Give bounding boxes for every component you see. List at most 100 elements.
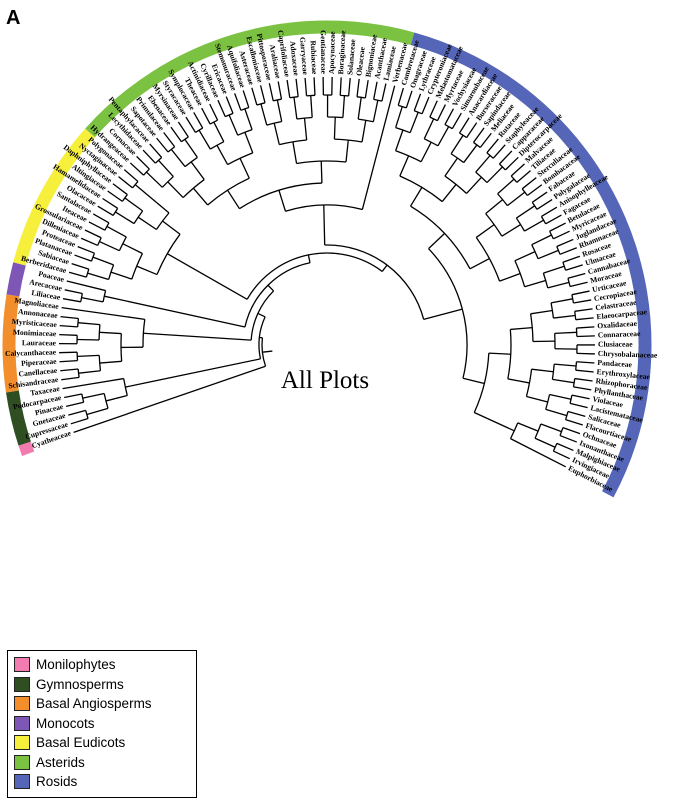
tree-branch bbox=[450, 134, 464, 155]
legend-swatch bbox=[14, 735, 30, 751]
tree-branch bbox=[102, 197, 119, 209]
tree-arc bbox=[340, 94, 349, 97]
tree-arc bbox=[273, 98, 282, 102]
tree-arc bbox=[156, 233, 181, 275]
tree-branch bbox=[227, 189, 240, 210]
tree-arc bbox=[195, 127, 204, 133]
tree-branch bbox=[510, 326, 533, 331]
tree-arc bbox=[459, 132, 467, 139]
tree-arc bbox=[399, 175, 443, 203]
tree-branch bbox=[73, 365, 266, 434]
tree-branch bbox=[198, 129, 211, 150]
tree-arc bbox=[572, 378, 576, 387]
tree-branch bbox=[209, 103, 219, 121]
taxon-label: Chrysobalanaceae bbox=[598, 349, 658, 360]
tree-arc bbox=[571, 294, 575, 304]
tree-branch bbox=[549, 222, 566, 232]
tree-branch bbox=[372, 100, 379, 122]
tree-arc bbox=[358, 118, 374, 123]
tree-branch bbox=[80, 237, 98, 247]
tree-branch bbox=[573, 386, 592, 391]
tree-branch bbox=[405, 90, 413, 109]
taxon-label: Rubiaceae bbox=[309, 40, 320, 75]
tree-branch bbox=[516, 205, 536, 219]
tree-branch bbox=[320, 161, 323, 184]
tree-branch bbox=[273, 123, 280, 145]
taxon-label: Annonaceae bbox=[18, 307, 59, 320]
tree-branch bbox=[531, 368, 554, 373]
tree-branch bbox=[115, 211, 135, 225]
tree-branch bbox=[531, 191, 548, 203]
tree-arc bbox=[575, 361, 578, 371]
tree-branch bbox=[333, 117, 336, 140]
tree-branch bbox=[373, 81, 378, 100]
tree-branch bbox=[257, 312, 266, 318]
tree-branch bbox=[105, 394, 128, 402]
tree-arc bbox=[227, 152, 254, 166]
tree-branch bbox=[504, 156, 519, 171]
tree-branch bbox=[251, 87, 258, 106]
tree-arc bbox=[207, 177, 250, 206]
tree-branch bbox=[259, 85, 266, 103]
tree-branch bbox=[163, 132, 176, 148]
tree-branch bbox=[526, 395, 548, 403]
tree-branch bbox=[553, 314, 576, 319]
tree-branch bbox=[475, 224, 495, 238]
tree-branch bbox=[64, 393, 82, 399]
tree-branch bbox=[521, 177, 537, 190]
tip-labels: CyatheaceaeCupressaceaeGnetaceaePinaceae… bbox=[5, 30, 658, 495]
clade-ring bbox=[2, 20, 652, 498]
taxon-label: Calycanthaceae bbox=[5, 348, 57, 358]
tree-arc bbox=[531, 244, 539, 259]
tree-branch bbox=[323, 205, 326, 246]
tree-branch bbox=[501, 223, 521, 237]
tree-arc bbox=[131, 253, 144, 280]
tree-branch bbox=[531, 234, 552, 246]
tree-branch bbox=[87, 272, 109, 281]
tree-arc bbox=[473, 141, 481, 149]
tree-arc bbox=[444, 175, 467, 194]
tree-branch bbox=[545, 408, 568, 417]
tree-branch bbox=[106, 225, 127, 238]
tree-branch bbox=[213, 121, 225, 142]
tree-arc bbox=[181, 136, 189, 143]
tree-arc bbox=[184, 156, 198, 168]
legend-swatch bbox=[14, 657, 30, 673]
tree-branch bbox=[565, 264, 583, 271]
tree-branch bbox=[537, 249, 559, 260]
tree-arc bbox=[120, 333, 123, 362]
tree-branch bbox=[277, 81, 283, 100]
tree-branch bbox=[559, 247, 577, 255]
legend-label: Basal Angiosperms bbox=[36, 696, 152, 712]
tree-branch bbox=[381, 83, 387, 102]
tree-branch bbox=[82, 392, 105, 399]
tree-branch bbox=[562, 427, 581, 435]
tree-arc bbox=[285, 204, 363, 212]
tree-branch bbox=[553, 450, 570, 460]
tree-branch bbox=[498, 150, 513, 165]
tree-branch bbox=[571, 290, 590, 296]
tree-branch bbox=[267, 284, 275, 292]
tree-branch bbox=[423, 308, 463, 320]
tree-branch bbox=[458, 117, 470, 134]
tree-branches bbox=[58, 77, 596, 468]
tree-branch bbox=[575, 317, 594, 321]
tree-arc bbox=[475, 237, 501, 282]
tree-arc bbox=[521, 188, 528, 196]
tree-branch bbox=[559, 434, 578, 443]
tree-branch bbox=[437, 126, 450, 147]
legend-item: Asterids bbox=[14, 753, 190, 773]
legend-swatch bbox=[14, 676, 30, 692]
tree-branch bbox=[576, 335, 595, 338]
tree-branch bbox=[77, 322, 100, 326]
tree-branch bbox=[77, 354, 100, 358]
tree-branch bbox=[399, 155, 410, 177]
tree-branch bbox=[242, 90, 250, 108]
tree-branch bbox=[74, 254, 92, 262]
clade-arc-monilophytes bbox=[18, 441, 35, 456]
tree-branch bbox=[436, 104, 446, 122]
tree-branch bbox=[428, 233, 445, 250]
tree-arc bbox=[552, 443, 558, 452]
tree-branch bbox=[345, 140, 349, 163]
legend-swatch bbox=[14, 754, 30, 770]
